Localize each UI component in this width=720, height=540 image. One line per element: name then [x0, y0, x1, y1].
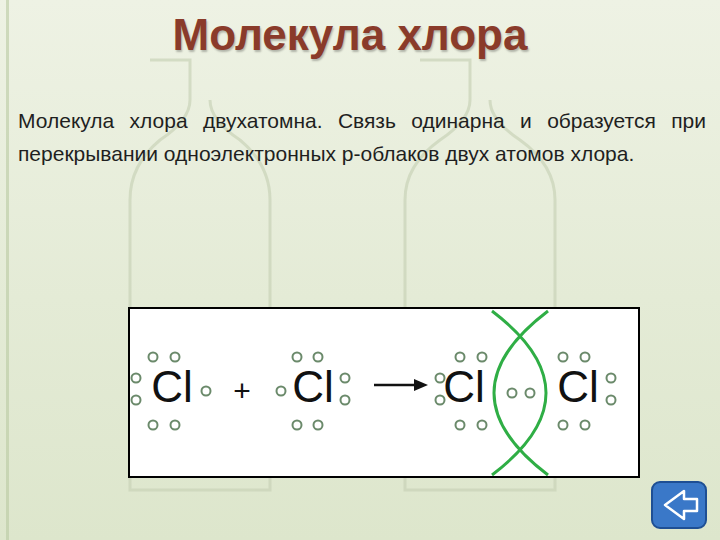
plus-sign: +	[233, 376, 251, 406]
reaction-arrow	[374, 379, 428, 391]
bond-dots	[508, 389, 535, 398]
slide-title: Молекула хлора	[0, 10, 700, 60]
structure-box: Cl + Cl Cl Cl	[128, 307, 640, 478]
p-cloud-arcs	[492, 311, 548, 475]
atom-symbol: Cl	[443, 365, 485, 409]
atom-symbol: Cl	[151, 365, 193, 409]
body-text: Молекула хлора двухатомна. Связь одинарн…	[18, 104, 706, 170]
back-button	[652, 482, 706, 528]
atom-symbol: Cl	[292, 365, 334, 409]
atom-symbol: Cl	[557, 365, 599, 409]
electron-dots	[132, 353, 616, 430]
